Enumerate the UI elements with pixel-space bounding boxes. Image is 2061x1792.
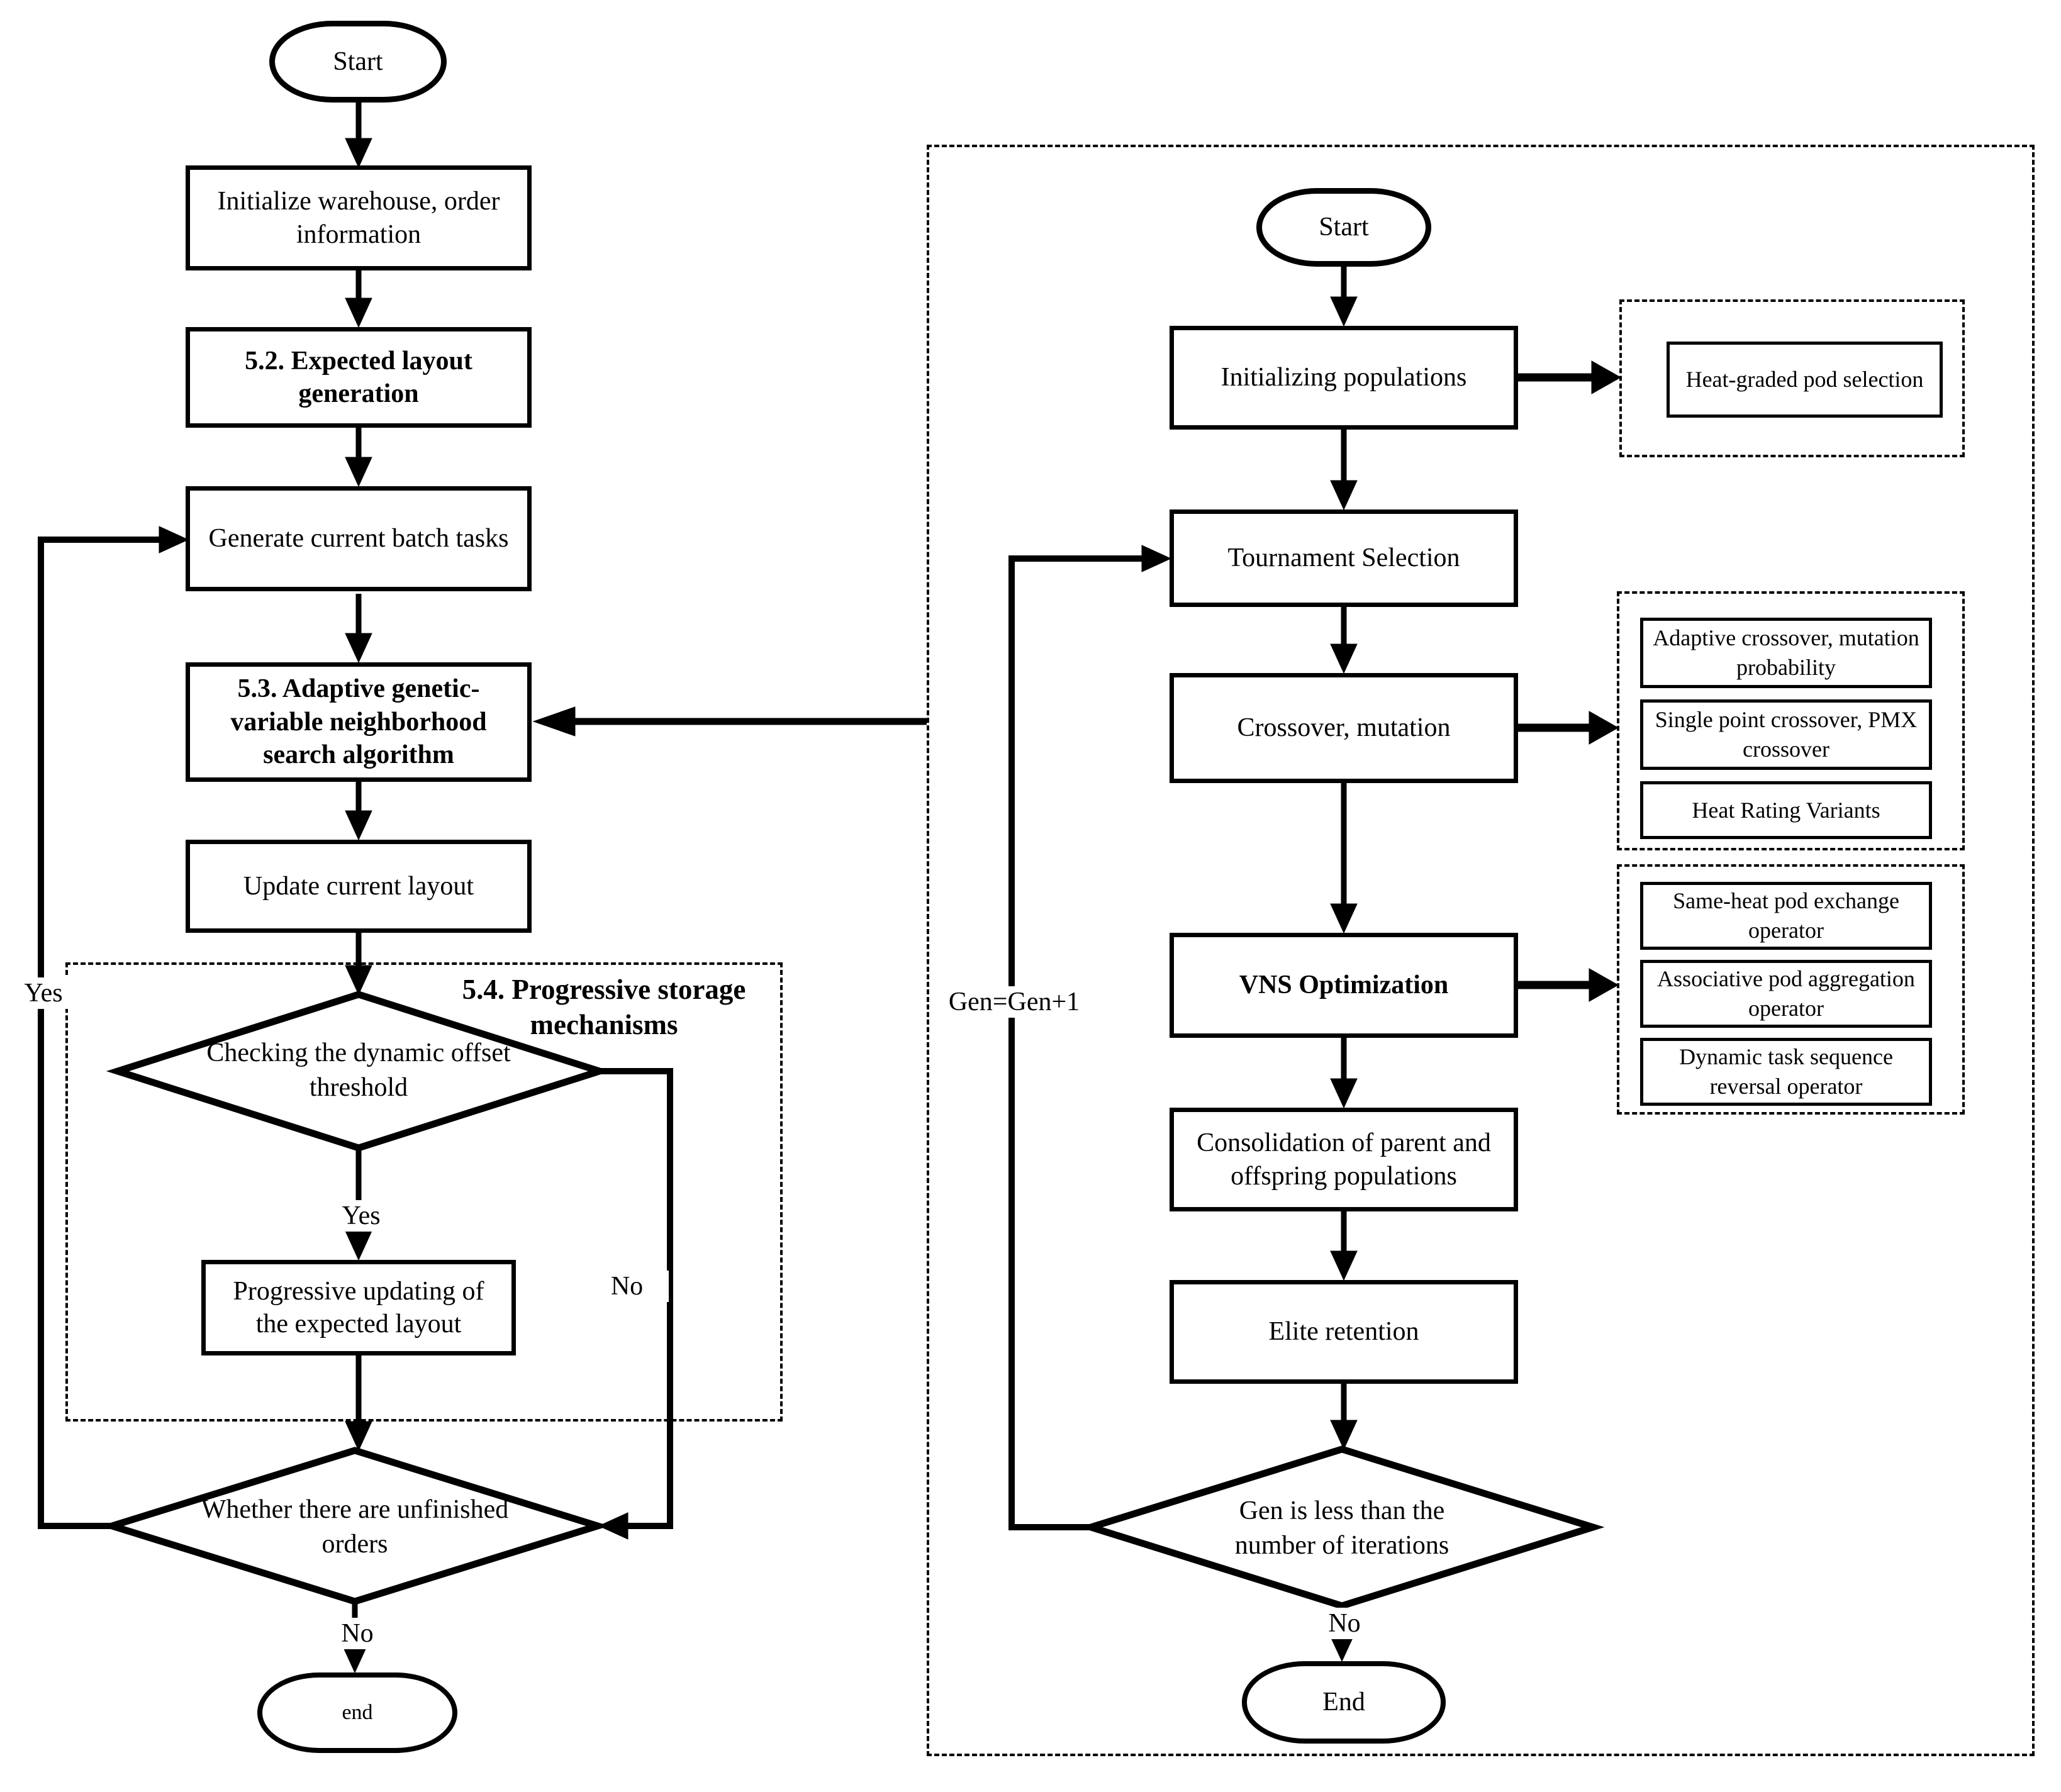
start-label-right: Start bbox=[1319, 213, 1369, 242]
elite-retention-box: Elite retention bbox=[1170, 1280, 1518, 1384]
generate-batch-tasks-box: Generate current batch tasks bbox=[186, 486, 532, 591]
progressive-updating-label: Progressive updating of the expected lay… bbox=[233, 1276, 484, 1339]
heat-rating-variants-op-box: Heat Rating Variants bbox=[1640, 781, 1932, 839]
consolidation-populations-label: Consolidation of parent and offspring po… bbox=[1197, 1128, 1491, 1191]
yes-label-mid: Yes bbox=[311, 1200, 411, 1232]
crossover-mutation-box: Crossover, mutation bbox=[1170, 673, 1518, 783]
start-label-left: Start bbox=[333, 47, 383, 76]
initializing-populations-box: Initializing populations bbox=[1170, 326, 1518, 430]
initialize-warehouse-box: Initialize warehouse, order information bbox=[186, 165, 532, 270]
crossover-operators-group bbox=[1617, 591, 1965, 850]
yes-label-loop: Yes bbox=[1, 977, 86, 1010]
no-label-bottom-right: No bbox=[1298, 1608, 1391, 1640]
heat-graded-pod-selection-box: Heat-graded pod selection bbox=[1667, 342, 1943, 418]
associative-pod-aggregation-op-label: Associative pod aggregation operator bbox=[1657, 966, 1915, 1021]
no-label-branch: No bbox=[585, 1271, 669, 1303]
progressive-updating-box: Progressive updating of the expected lay… bbox=[201, 1260, 516, 1355]
end-terminator-left: end bbox=[257, 1672, 457, 1753]
initialize-warehouse-label: Initialize warehouse, order information bbox=[217, 187, 500, 249]
dynamic-task-reversal-op-label: Dynamic task sequence reversal operator bbox=[1679, 1044, 1893, 1099]
end-label-left: end bbox=[342, 1700, 373, 1724]
heat-pod-group bbox=[1619, 299, 1965, 457]
end-terminator-right: End bbox=[1242, 1661, 1446, 1744]
gen-increment-label: Gen=Gen+1 bbox=[935, 986, 1093, 1018]
generate-batch-tasks-label: Generate current batch tasks bbox=[208, 524, 509, 554]
adaptive-crossover-op-label: Adaptive crossover, mutation probability bbox=[1653, 625, 1919, 680]
update-current-layout-box: Update current layout bbox=[186, 840, 532, 933]
crossover-mutation-label: Crossover, mutation bbox=[1237, 713, 1451, 743]
vns-optimization-label: VNS Optimization bbox=[1239, 971, 1449, 1000]
expected-layout-generation-label: 5.2. Expected layout generation bbox=[245, 346, 472, 409]
heat-rating-variants-op-label: Heat Rating Variants bbox=[1692, 797, 1880, 823]
gen-iterations-text: Gen is less than the number of iteration… bbox=[1234, 1496, 1449, 1560]
tournament-selection-label: Tournament Selection bbox=[1227, 543, 1460, 573]
single-point-crossover-op-label: Single point crossover, PMX crossover bbox=[1655, 707, 1918, 762]
adaptive-ga-vns-label: 5.3. Adaptive genetic-variable neighborh… bbox=[230, 674, 487, 770]
same-heat-pod-exchange-op-box: Same-heat pod exchange operator bbox=[1640, 882, 1932, 950]
dynamic-task-reversal-op-box: Dynamic task sequence reversal operator bbox=[1640, 1038, 1932, 1106]
end-label-right: End bbox=[1322, 1688, 1365, 1717]
unfinished-orders-text: Whether there are unfinished orders bbox=[201, 1494, 509, 1559]
no-label-bottom-left: No bbox=[311, 1618, 404, 1650]
progressive-storage-group bbox=[65, 962, 783, 1422]
consolidation-populations-box: Consolidation of parent and offspring po… bbox=[1170, 1108, 1518, 1211]
adaptive-crossover-op-box: Adaptive crossover, mutation probability bbox=[1640, 618, 1932, 688]
vns-operators-group bbox=[1617, 864, 1965, 1115]
initializing-populations-label: Initializing populations bbox=[1220, 363, 1467, 392]
expected-layout-generation-box: 5.2. Expected layout generation bbox=[186, 327, 532, 428]
start-terminator-right: Start bbox=[1256, 188, 1431, 267]
single-point-crossover-op-box: Single point crossover, PMX crossover bbox=[1640, 699, 1932, 770]
heat-graded-pod-selection-label: Heat-graded pod selection bbox=[1685, 367, 1924, 392]
elite-retention-label: Elite retention bbox=[1268, 1317, 1419, 1347]
check-threshold-text: Checking the dynamic offset threshold bbox=[206, 1038, 511, 1102]
start-terminator-left: Start bbox=[269, 21, 447, 103]
vns-optimization-box: VNS Optimization bbox=[1170, 933, 1518, 1038]
progressive-storage-title: 5.4. Progressive storage mechanisms bbox=[462, 974, 746, 1041]
same-heat-pod-exchange-op-label: Same-heat pod exchange operator bbox=[1673, 888, 1899, 943]
adaptive-ga-vns-box: 5.3. Adaptive genetic-variable neighborh… bbox=[186, 662, 532, 782]
update-current-layout-label: Update current layout bbox=[243, 871, 474, 901]
tournament-selection-box: Tournament Selection bbox=[1170, 509, 1518, 607]
ga-vns-panel bbox=[927, 145, 2035, 1756]
associative-pod-aggregation-op-box: Associative pod aggregation operator bbox=[1640, 960, 1932, 1028]
